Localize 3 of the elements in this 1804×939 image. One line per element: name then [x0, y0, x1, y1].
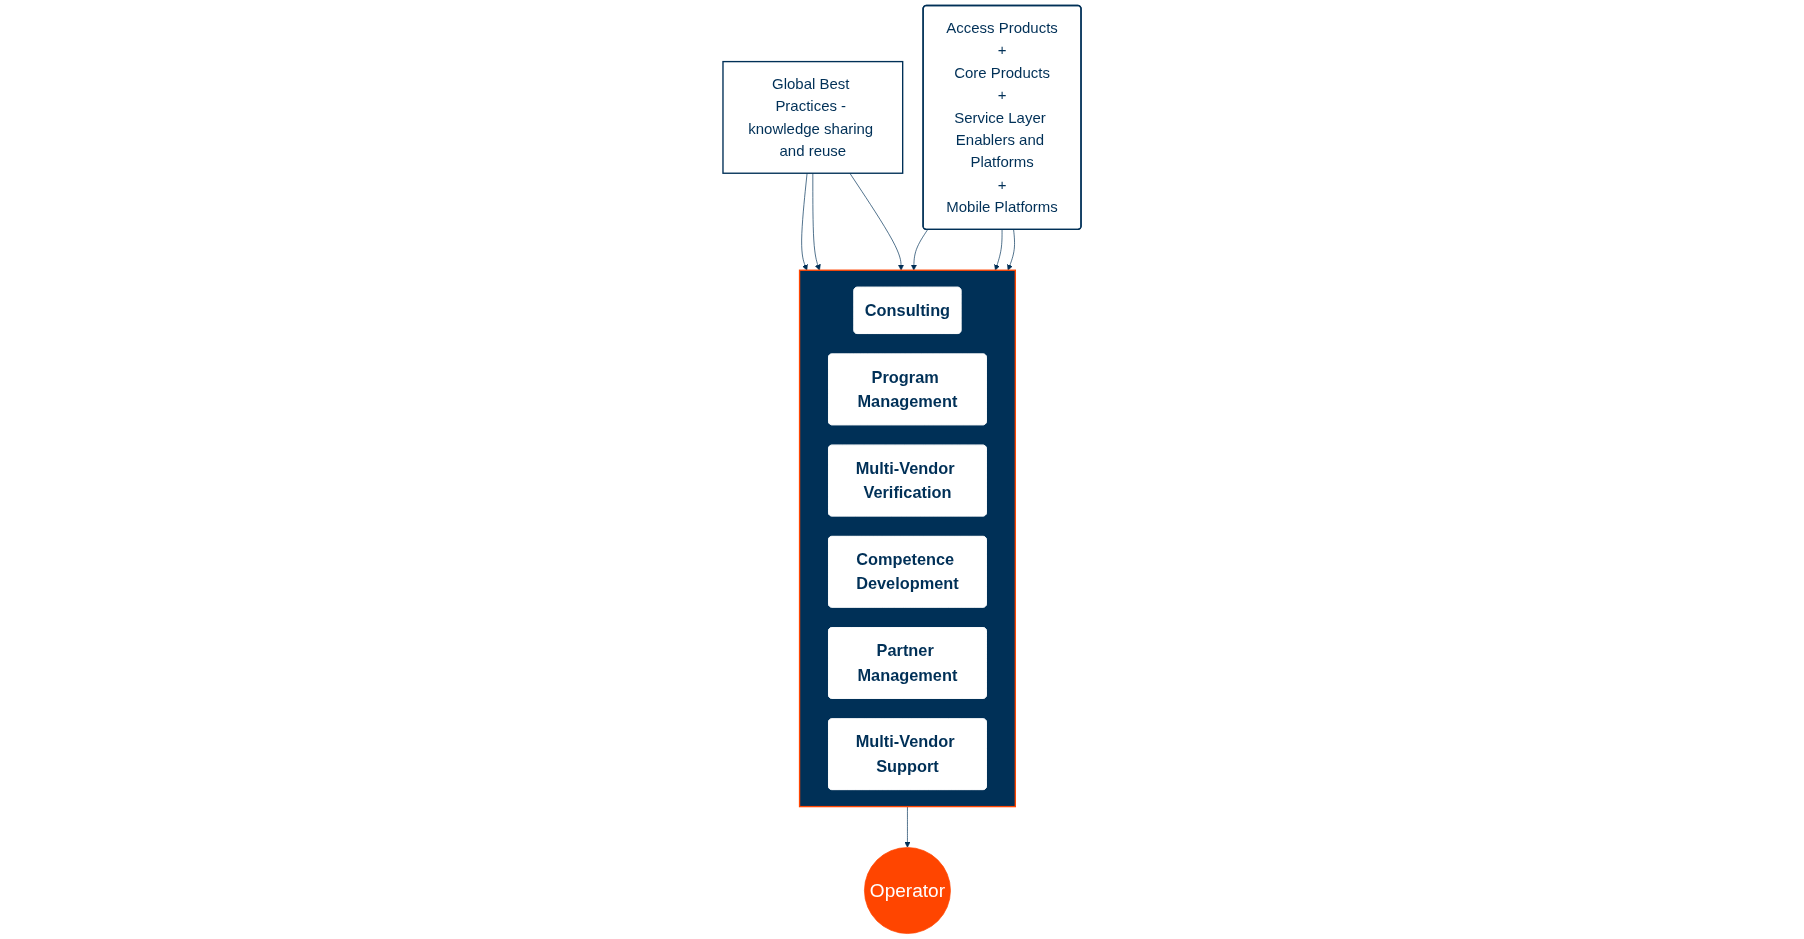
cluster	[798, 269, 1016, 808]
node-box: Global Best Practices - knowledge sharing and reuse	[722, 60, 904, 174]
node-circle: Operator	[864, 847, 951, 934]
